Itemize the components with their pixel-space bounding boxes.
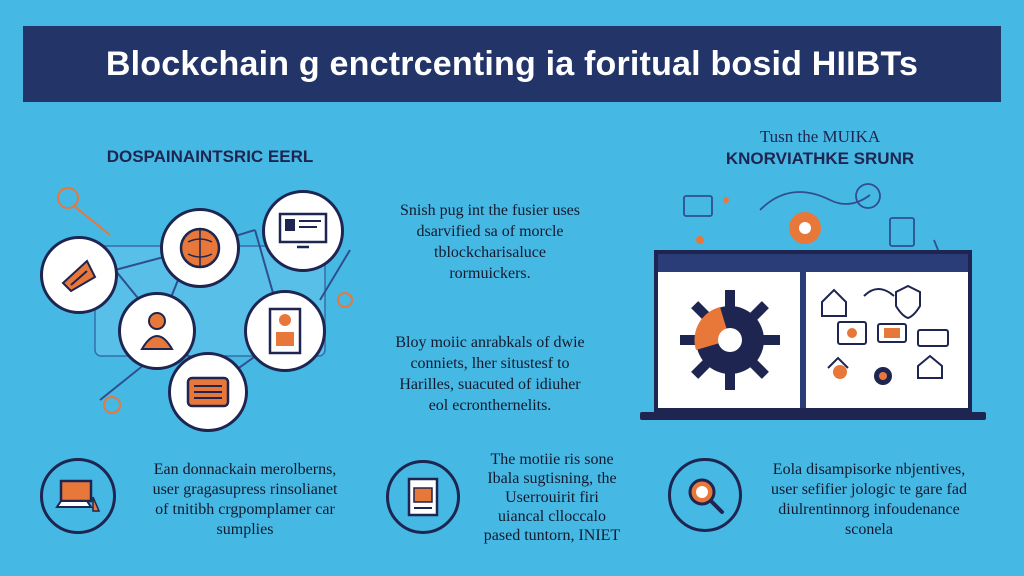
center-text-1-line: tblockcharisaluce <box>434 244 546 261</box>
bottom-right-line: diulrentinnorg infoudenance <box>778 501 960 518</box>
page-title: Blockchain g enctrcenting ia foritual bo… <box>105 44 919 83</box>
title-banner: Blockchain g enctrcenting ia foritual bo… <box>23 26 1001 102</box>
node-user-icon <box>118 292 196 370</box>
bottom-left-line: of tnitibh crgpomplamer car <box>155 501 335 518</box>
center-text-1: Snish pug int the fusier uses dsarvified… <box>360 200 620 284</box>
bottom-left-text: Ean donnackain merolberns, user gragasup… <box>120 460 370 540</box>
panel-divider <box>800 272 806 408</box>
node-monitor-icon <box>262 190 344 272</box>
apps-grid-icon <box>821 284 949 385</box>
right-section-header: Tusn the MUIKA KNORVIATHKE SRUNR <box>670 126 970 170</box>
center-text-2-line: conniets, lher situstesf to <box>410 355 570 372</box>
center-text-1-line: rormuickers. <box>449 265 531 282</box>
center-text-1-line: dsarvified sa of morcle <box>416 223 564 240</box>
document-icon-circle <box>386 460 460 534</box>
bottom-left-line: sumplies <box>216 521 274 538</box>
bottom-center-line: The motiie ris sone <box>490 451 614 468</box>
right-header-line-1: Tusn the MUIKA <box>759 127 881 146</box>
bottom-center-line: Ibala sugtisning, the <box>487 470 617 487</box>
bottom-right-text: Eola disampisorke nbjentives, user sefif… <box>744 460 994 540</box>
panel-base <box>640 412 986 420</box>
bottom-right-line: sconela <box>845 521 893 538</box>
left-section-header: DOSPAINAINTSRIC EERL <box>106 147 314 166</box>
center-text-1-line: Snish pug int the fusier uses <box>400 202 580 219</box>
bottom-center-text: The motiie ris sone Ibala sugtisning, th… <box>462 450 642 545</box>
gear-icon <box>680 290 780 390</box>
center-text-2: Bloy moiic anrabkals of dwie conniets, l… <box>360 332 620 416</box>
node-globe-icon <box>160 208 240 288</box>
center-text-2-line: Bloy moiic anrabkals of dwie <box>395 334 585 351</box>
node-document-icon <box>244 290 326 372</box>
bottom-left-line: Ean donnackain merolberns, <box>153 461 337 478</box>
bottom-center-line: uiancal clloccalo <box>498 508 606 525</box>
bottom-center-line: pased tuntorn, INIET <box>483 527 621 544</box>
node-chip-icon <box>168 352 248 432</box>
panel-titlebar <box>658 254 968 272</box>
bottom-right-line: Eola disampisorke nbjentives, <box>772 461 966 478</box>
node-megaphone-icon <box>40 236 118 314</box>
laptop-icon-circle <box>40 458 116 534</box>
center-text-2-line: eol ecronthernelits. <box>428 397 552 414</box>
right-header-line-2: KNORVIATHKE SRUNR <box>725 149 915 168</box>
bottom-center-line: Userrouirit firi <box>505 489 599 506</box>
bottom-left-line: user gragasupress rinsolianet <box>152 481 338 498</box>
magnifier-icon-circle <box>668 458 742 532</box>
bottom-right-line: user sefifier jologic te gare fad <box>771 481 967 498</box>
center-text-2-line: Harilles, suacuted of idiuher <box>399 376 581 393</box>
dashboard-panel <box>654 250 972 412</box>
